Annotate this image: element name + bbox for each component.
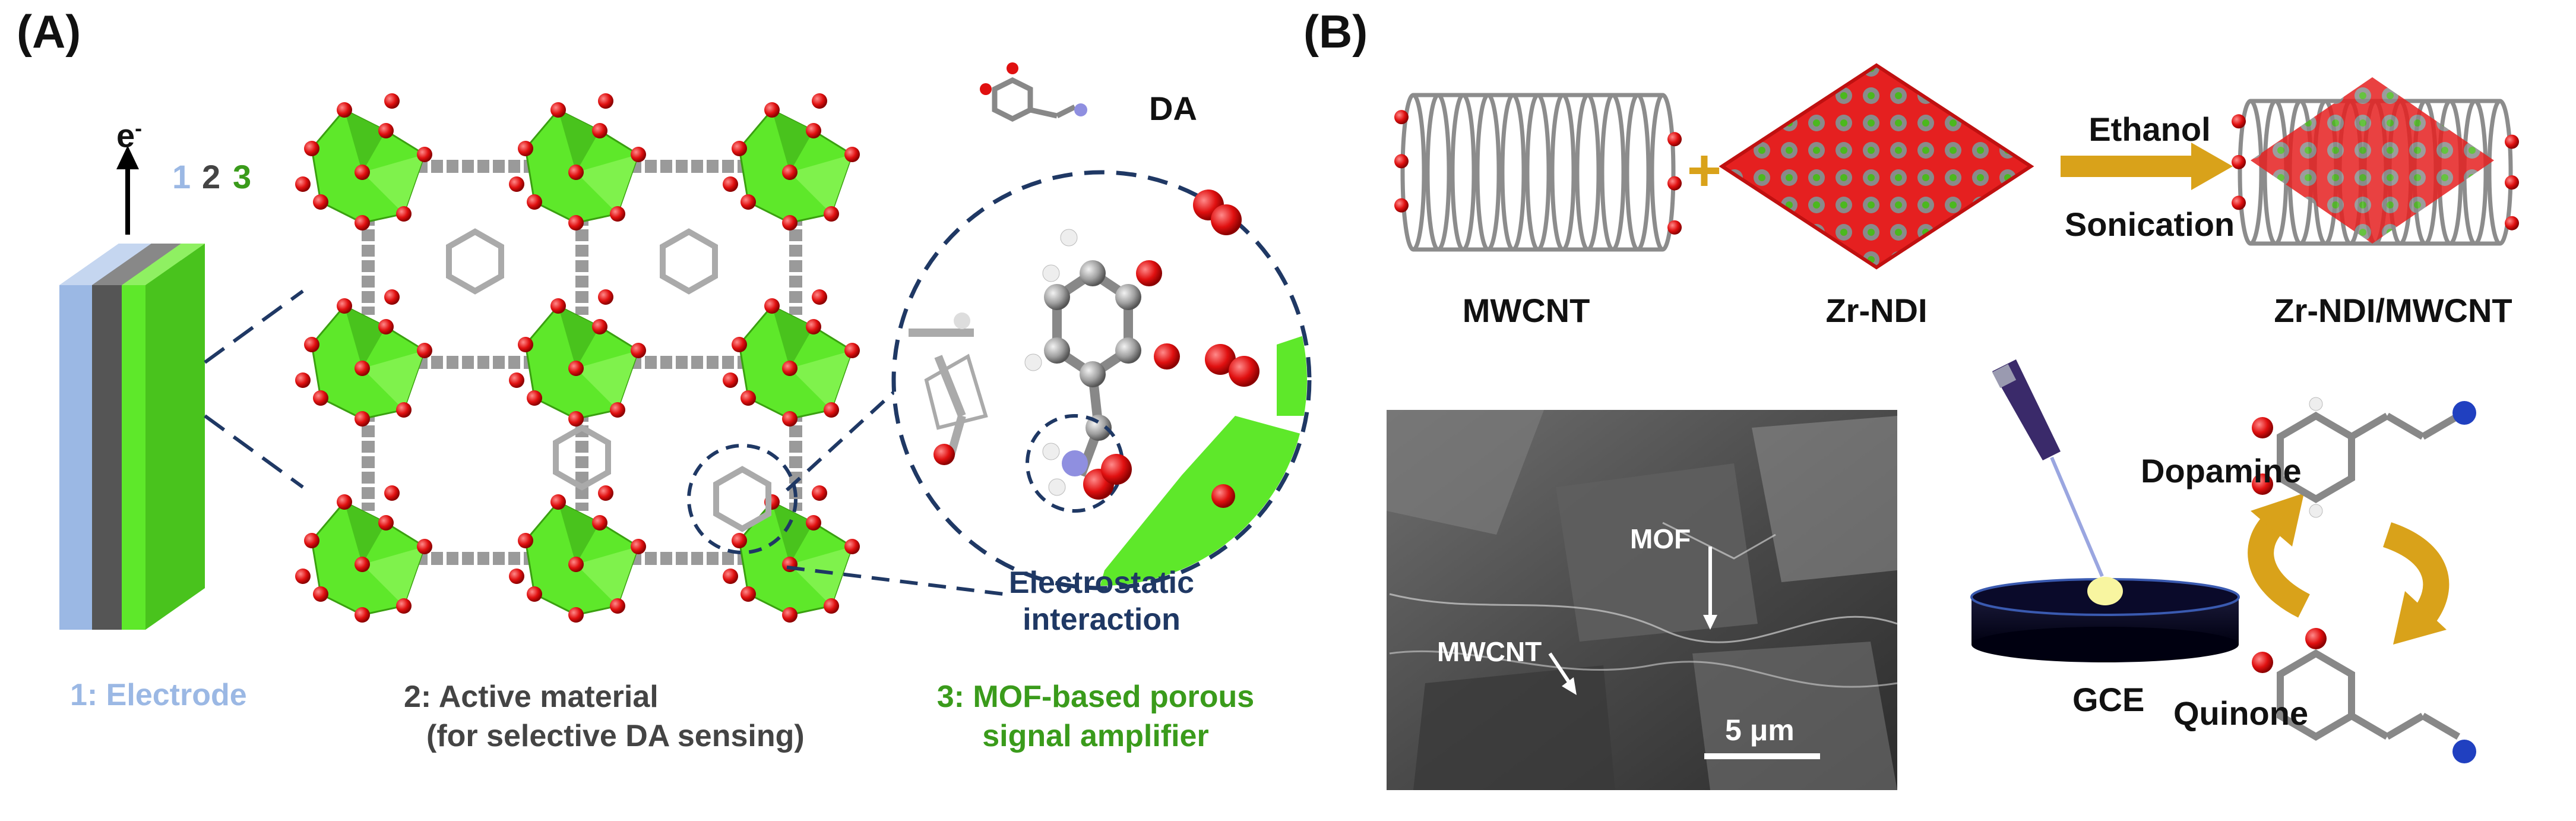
layer-number-2: 2 [202, 158, 221, 195]
sem-mwcnt-label: MWCNT [1437, 636, 1542, 667]
redox-cycle-icon [2248, 493, 2450, 645]
reaction-arrow-icon [2061, 143, 2233, 190]
pipette-icon [1992, 359, 2104, 577]
zr-node [723, 93, 860, 230]
zr-node [295, 93, 432, 230]
caption-electrode: 1: Electrode [70, 678, 247, 712]
composite-structure [2232, 77, 2519, 246]
da-label: DA [1149, 90, 1197, 127]
quinone-molecule-icon [2252, 628, 2476, 763]
electrostatic-label: Electrostatic interaction [1008, 566, 1195, 637]
layer-number-3: 3 [233, 158, 252, 195]
scale-bar-label: 5 μm [1725, 713, 1795, 747]
zr-ndi-structure [1719, 63, 2034, 270]
zr-node [723, 485, 860, 623]
gce-label: GCE [2072, 681, 2145, 718]
zoom-circle [891, 170, 1312, 591]
panel-label-b: (B) [1303, 5, 1368, 58]
da-molecule-icon [980, 62, 1087, 122]
panel-label-a: (A) [17, 5, 81, 58]
electrode-stack [59, 244, 205, 630]
zr-ndi-label: Zr-NDI [1825, 292, 1928, 329]
mwcnt-structure [1394, 93, 1682, 252]
sem-image [1387, 410, 1898, 790]
sonication-label: Sonication [2064, 206, 2235, 243]
binding-site-circle [687, 444, 798, 554]
electron-label: e- [116, 116, 143, 154]
zr-node [509, 485, 646, 623]
zr-node [509, 93, 646, 230]
electron-arrow-icon [116, 146, 139, 235]
mof-lattice [295, 93, 860, 623]
zr-node [723, 289, 860, 427]
gce-electrode-icon [1970, 577, 2240, 662]
sem-mof-label: MOF [1630, 523, 1691, 554]
layer-number-1: 1 [172, 158, 191, 195]
caption-active-material: 2: Active material (for selective DA sen… [404, 680, 805, 753]
caption-mof-amplifier: 3: MOF-based porous signal amplifier [936, 680, 1255, 753]
composite-label: Zr-NDI/MWCNT [2274, 292, 2512, 329]
zr-node [509, 289, 646, 427]
zr-node [295, 289, 432, 427]
dopamine-label: Dopamine [2141, 452, 2302, 490]
plus-sign: + [1686, 137, 1722, 204]
dopamine-molecule-icon [2252, 397, 2476, 518]
quinone-label: Quinone [2173, 694, 2309, 732]
mwcnt-label: MWCNT [1462, 292, 1590, 329]
zr-node [295, 485, 432, 623]
ethanol-label: Ethanol [2088, 110, 2211, 148]
